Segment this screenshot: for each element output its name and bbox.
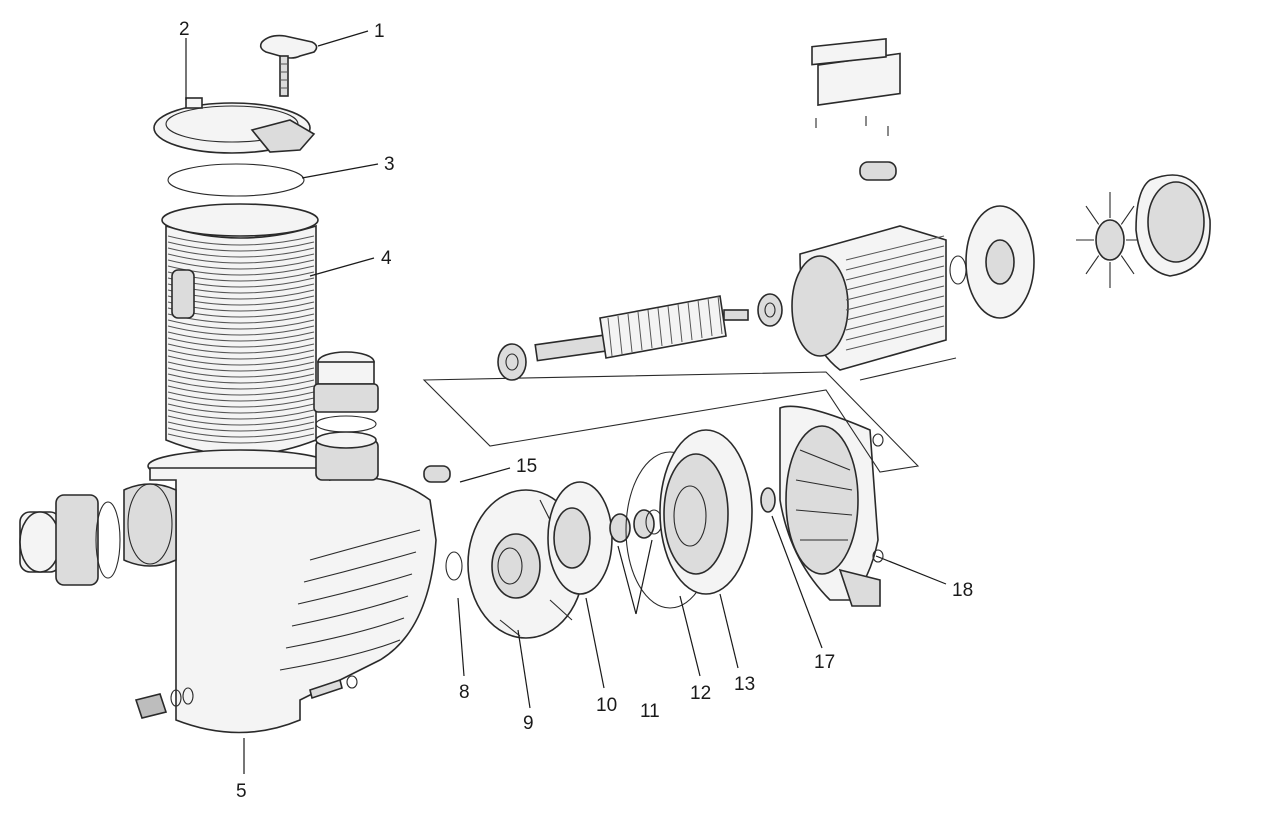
lid-o-ring [167, 163, 305, 197]
leader-9 [517, 629, 531, 709]
pump-housing [123, 431, 437, 734]
callout-10: 10 [596, 695, 617, 716]
motor-bracket [779, 405, 884, 607]
callout-2: 2 [179, 19, 190, 40]
motor-body [791, 37, 957, 381]
callout-3: 3 [384, 154, 395, 175]
motor-rear-assembly [949, 174, 1211, 319]
diffuser-o-ring [445, 551, 463, 581]
callout-11: 11 [640, 701, 660, 722]
callout-17: 17 [814, 652, 835, 673]
leader-1 [317, 30, 369, 47]
callout-18: 18 [952, 580, 973, 601]
leader-18 [875, 555, 947, 585]
rotor-shaft [497, 293, 783, 381]
outlet-union [313, 351, 379, 433]
leader-17 [771, 515, 823, 649]
strainer-lid [153, 97, 316, 154]
callout-4: 4 [381, 248, 392, 269]
knob-screw [259, 34, 318, 97]
callout-8: 8 [459, 682, 470, 703]
leader-10 [585, 597, 605, 689]
water-slinger [760, 487, 776, 513]
leader-lines [185, 30, 947, 774]
callout-12: 12 [690, 683, 711, 704]
leader-13 [719, 593, 739, 669]
callout-labels: 1 2 3 4 5 8 9 10 11 12 13 15 17 18 [179, 19, 973, 802]
leader-11b [635, 539, 653, 615]
seal-plate [659, 429, 753, 595]
leader-15 [459, 467, 511, 483]
motor-group-outline [422, 371, 920, 473]
impeller [547, 481, 613, 595]
callout-13: 13 [734, 674, 755, 695]
leader-11a [617, 545, 637, 615]
leader-3 [301, 163, 379, 179]
callout-1: 1 [374, 21, 385, 42]
strainer-basket [161, 203, 319, 456]
mechanical-seal [609, 509, 663, 543]
leader-4 [309, 257, 375, 277]
inlet-union [19, 494, 121, 586]
callout-15: 15 [516, 456, 537, 477]
callout-5: 5 [236, 781, 247, 802]
pin [423, 465, 451, 483]
leader-12 [679, 595, 701, 677]
leader-8 [457, 597, 465, 677]
callout-9: 9 [523, 713, 534, 734]
